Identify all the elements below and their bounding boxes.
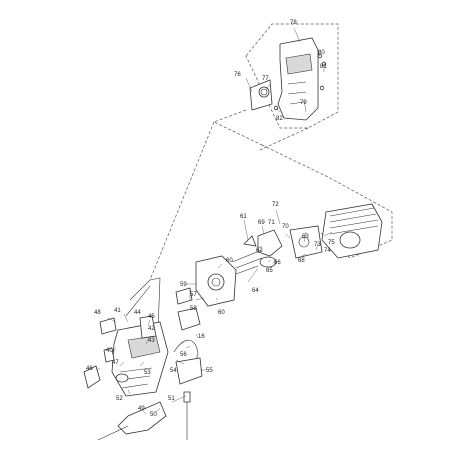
handle-frame-assembly: [83, 277, 203, 441]
callout-56: 56: [180, 352, 187, 358]
callout-70: 70: [282, 224, 289, 230]
callout-52: 52: [116, 396, 123, 402]
callout-57: 57: [190, 292, 197, 298]
callout-80: 80: [318, 50, 325, 56]
callout-55: 55: [206, 368, 213, 374]
callout-81: 81: [320, 64, 327, 70]
callout-60: 60: [226, 258, 233, 264]
callout-65: 65: [266, 268, 273, 274]
callout-45: 45: [148, 314, 155, 320]
leader-lines: [95, 27, 333, 415]
callout-62: 62: [256, 248, 263, 254]
callout-73: 73: [314, 242, 321, 248]
callout-64: 64: [252, 288, 259, 294]
callout-66: 66: [274, 260, 281, 266]
callout-74: 74: [324, 248, 331, 254]
callout-63: 63: [302, 234, 309, 240]
callout-49: 49: [138, 406, 145, 412]
callout-78: 78: [290, 20, 297, 26]
callout-71: 71: [268, 220, 275, 226]
callout-labels: 78 80 76 77 81 79 82 72 61 69 71 70 63 7…: [86, 20, 335, 418]
callout-53: 53: [144, 370, 151, 376]
callout-46: 46: [86, 366, 93, 372]
intake-assembly: [175, 249, 263, 331]
callout-41: 41: [114, 308, 121, 314]
group-frame-connector: [213, 109, 309, 151]
callout-48: 48: [94, 310, 101, 316]
callout-75: 75: [328, 240, 335, 246]
callout-60b: 60: [218, 310, 225, 316]
callout-40: 40: [106, 348, 113, 354]
group-frame-main: [149, 121, 393, 281]
callout-79: 79: [300, 100, 307, 106]
group-frame-top: [245, 23, 339, 129]
callout-47: 47: [112, 360, 119, 366]
callout-58: 58: [190, 306, 197, 312]
callout-82: 82: [276, 116, 283, 122]
callout-42: 42: [148, 326, 155, 332]
callout-44: 44: [134, 310, 141, 316]
callout-54: 54: [170, 368, 177, 374]
callout-68: 68: [298, 258, 305, 264]
callout-43: 43: [148, 338, 155, 344]
callout-16: 16: [198, 334, 205, 340]
callout-50: 50: [150, 412, 157, 418]
callout-77: 77: [262, 76, 269, 82]
callout-69: 69: [258, 220, 265, 226]
callout-51: 51: [168, 396, 175, 402]
callout-61: 61: [240, 214, 247, 220]
callout-72: 72: [272, 202, 279, 208]
callout-59: 59: [180, 282, 187, 288]
cylinder-assembly: [243, 203, 383, 268]
callout-76: 76: [234, 72, 241, 78]
